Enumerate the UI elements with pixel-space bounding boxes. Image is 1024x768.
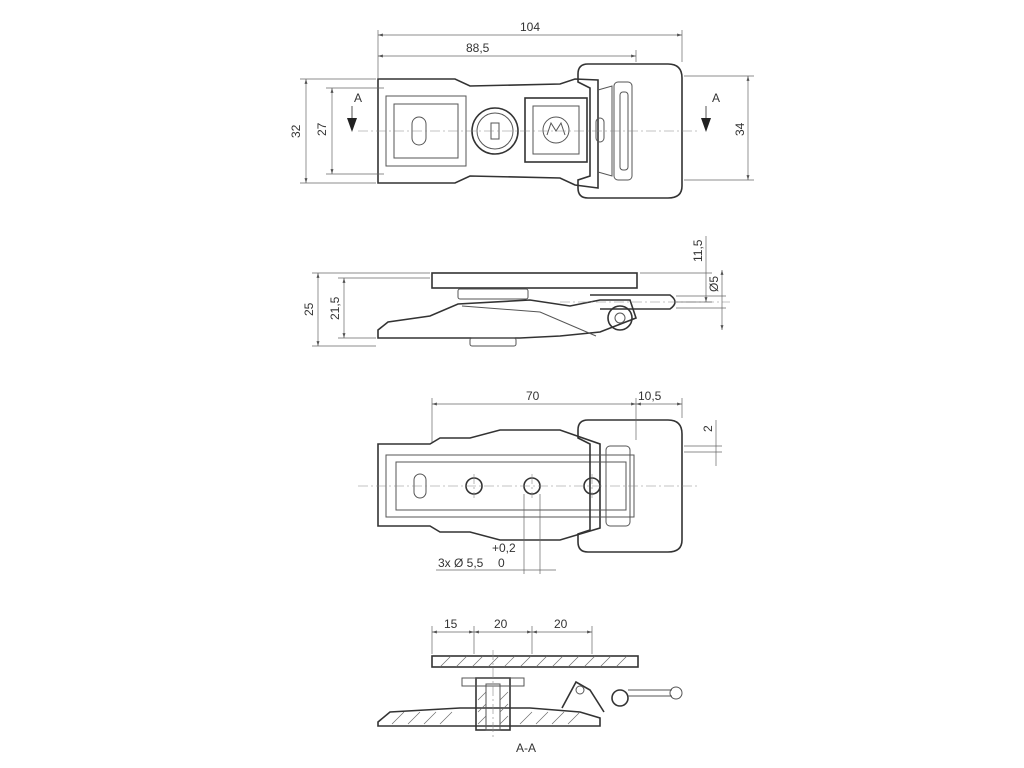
lock-hatch-3: [477, 715, 487, 725]
side-view: 25 21,5 11,5 Ø5: [302, 236, 730, 347]
bottom-dim-offset-label: 2: [701, 425, 715, 432]
hatch-1: [439, 655, 452, 668]
hatch-8: [551, 655, 564, 668]
bottom-dim-hook-length-label: 10,5: [638, 389, 662, 403]
section-marker-right-label: A: [712, 91, 720, 105]
hatch-4: [487, 655, 500, 668]
section-view-base-hatch: [391, 711, 581, 725]
base-hatch-5: [519, 711, 533, 725]
dim-height-inner-label: 27: [315, 122, 329, 136]
hatch-5: [503, 655, 516, 668]
base-hatch-1: [391, 711, 405, 725]
section-view-lever-pin: [575, 685, 585, 695]
top-view-keeper: [577, 63, 683, 199]
dim-length-label: 88,5: [466, 41, 490, 55]
dim-height-right-label: 34: [733, 122, 747, 136]
section-view-lever: [561, 680, 605, 713]
side-view-lock-bottom: [469, 337, 517, 347]
base-hatch-4: [439, 711, 453, 725]
hatch-10: [583, 655, 596, 668]
section-view-pivot: [611, 689, 629, 707]
tolerance-lower-label: 0: [498, 556, 505, 570]
hatch-2: [455, 655, 468, 668]
tolerance-upper-label: +0,2: [492, 541, 516, 555]
section-view-base: [377, 707, 601, 727]
section-view-hook-end: [669, 686, 683, 700]
side-dim-hook-offset-label: 11,5: [691, 239, 705, 262]
base-hatch-8: [567, 711, 581, 725]
top-view-lock-cylinder-inner: [476, 112, 514, 150]
base-hatch-3: [423, 711, 437, 725]
hatch-6: [519, 655, 532, 668]
lock-hatch-6: [499, 715, 509, 725]
side-view-body: [377, 299, 637, 339]
section-dim-first-label: 15: [444, 617, 458, 631]
section-view-lock-hatch: [477, 691, 509, 725]
section-dim-second-label: 20: [494, 617, 508, 631]
top-view-logo-mark: [546, 121, 566, 136]
hatch-12: [615, 655, 628, 668]
side-dim-hole-dia-label: Ø5: [707, 276, 721, 292]
hatch-11: [599, 655, 612, 668]
side-view-lever-wedge: [461, 305, 597, 337]
section-marker-left-arrow: [347, 118, 357, 132]
bottom-view-base-plate: [377, 429, 601, 541]
section-view: 15 20 20 A-A: [377, 617, 683, 755]
hatch-3: [471, 655, 484, 668]
lock-hatch-1: [477, 691, 487, 701]
side-dim-height-inner-label: 21,5: [328, 296, 342, 320]
lock-hatch-5: [499, 703, 509, 713]
section-dim-third-label: 20: [554, 617, 568, 631]
side-view-pivot-inner: [614, 312, 626, 324]
dim-overall-label: 104: [520, 20, 540, 34]
section-label: A-A: [516, 741, 536, 755]
section-view-top-plate: [431, 655, 639, 668]
top-view-base-plate: [377, 78, 599, 189]
side-view-pivot-outer: [607, 305, 633, 331]
bottom-view: 70 10,5 2 +0,2 3x Ø 5,5 0: [358, 389, 722, 574]
side-dim-height-label: 25: [302, 302, 316, 316]
lock-hatch-2: [477, 703, 487, 713]
base-hatch-7: [551, 711, 565, 725]
bottom-view-keeper: [577, 419, 683, 553]
base-hatch-2: [407, 711, 421, 725]
top-view: A A 104 88,5 32 27 34: [289, 20, 754, 199]
side-view-lock-cap: [457, 288, 529, 300]
section-marker-left-label: A: [354, 91, 362, 105]
hatch-7: [535, 655, 548, 668]
side-view-top-plate: [431, 272, 638, 289]
base-hatch-6: [535, 711, 549, 725]
top-view-pivot: [595, 117, 605, 143]
top-view-lever-square-inner: [532, 105, 580, 155]
section-view-top-hatch: [439, 655, 628, 668]
hatch-9: [567, 655, 580, 668]
dim-height-left-label: 32: [289, 124, 303, 138]
top-view-logo-circle: [542, 116, 570, 144]
section-marker-right-arrow: [701, 118, 711, 132]
bottom-dim-hole-span-label: 70: [526, 389, 540, 403]
lock-hatch-4: [499, 691, 509, 701]
hole-spec-label: 3x Ø 5,5: [438, 556, 484, 570]
top-view-lever-square: [524, 97, 588, 163]
